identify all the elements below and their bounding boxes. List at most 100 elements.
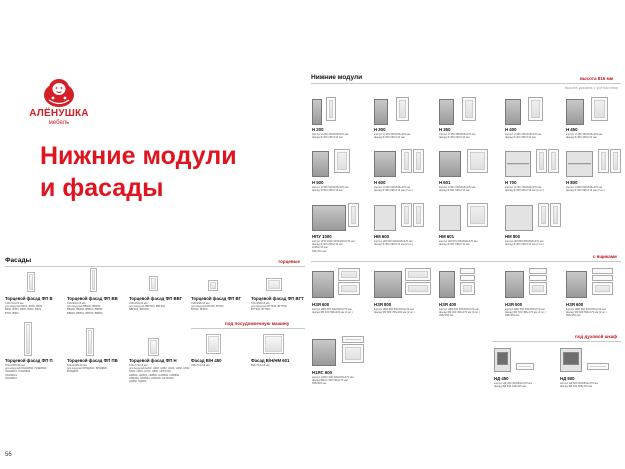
module-label: Н1ЯС 600 — [312, 370, 333, 375]
module-n800-image — [566, 149, 622, 177]
module-desc: корпус H 400 400х816х470 мм фасад Ф 400 … — [505, 133, 542, 140]
module-label: Н 600 — [374, 180, 386, 185]
module-n300-image — [374, 97, 414, 125]
module-n1yas600-image — [312, 336, 370, 366]
module-label: Н 601 — [439, 180, 451, 185]
module-nzya500-image — [505, 268, 551, 298]
module-desc: корпус H 500 500х816х470 мм фасад Ф 500 … — [312, 186, 349, 193]
facade-desc: 446х712х16 мм — [191, 364, 210, 367]
height-tag: высота 816 мм — [580, 76, 614, 81]
module-desc: корпус НЗЯ 600 600х816х470 мм фасад ФЯ 6… — [312, 308, 353, 315]
end-facades-tag: торцевые — [278, 259, 301, 264]
module-desc: корпус НМ 600 600х816х470 мм фасад Ф 300… — [374, 240, 413, 247]
facade-label: Фасад В/Н 450 — [191, 358, 222, 363]
facade-fp-n-image — [148, 338, 159, 356]
module-label: Н 450 — [566, 127, 578, 132]
module-desc: корпус НМ 800 800х816х470 мм фасад Ф 400… — [505, 240, 544, 247]
facade-vn450-image — [206, 334, 221, 354]
module-desc: корпус H 601 600х816х470 мм фасад Ф 601 … — [439, 186, 476, 193]
module-label: НМ 800 — [505, 234, 521, 239]
module-n400-image — [505, 97, 545, 125]
page-title-line2: и фасады — [40, 174, 164, 202]
facade-fp-vvg-image — [149, 276, 158, 291]
module-desc: корпус НЗЯ 600 600х816х470 мм фасад ФЯ 6… — [566, 308, 607, 318]
facade-label: Торцевой фасад ФП ВГТ — [251, 296, 304, 301]
bottom-modules-rule — [311, 83, 621, 84]
module-label: НД 450 — [494, 376, 509, 381]
facade-desc: 574х2345х16 мм для модулей П1ШЯ500, П2ШЯ… — [5, 364, 47, 380]
module-label: НЗЯ 500 — [505, 302, 523, 307]
module-label: Н 400 — [505, 127, 517, 132]
module-desc: корпус H 350 350х816х470 мм фасад Ф 350 … — [439, 133, 476, 140]
module-nzya400-image — [439, 268, 479, 298]
bottom-modules-header: Нижние модули — [311, 74, 363, 81]
module-desc: корпус НЗЯ 500 500х816х470 мм фасад ФЯ 5… — [505, 308, 546, 318]
module-label: НМ 600 — [374, 234, 390, 239]
facade-fp-pv-image — [86, 328, 94, 356]
page-number: 56 — [5, 452, 12, 458]
facade-fp-vv-image — [90, 268, 97, 292]
module-label: НД 600 — [560, 376, 575, 381]
module-label: Н 350 — [439, 127, 451, 132]
module-desc: корпус НЗЯ 800 800х816х470 мм фасад ФЯ 8… — [374, 308, 415, 315]
height-note: высота указана с учётом опор — [565, 86, 619, 90]
facade-desc: 596х712х16 мм — [251, 364, 270, 367]
facade-label: Торцевой фасад ФП В — [5, 296, 53, 301]
facade-label: Фасад В/Н/НМ 601 — [251, 358, 290, 363]
facade-fp-vg-image — [208, 280, 218, 291]
facade-desc: 574х358х16 мм для модулей ВГТ450, ВГТ500… — [251, 302, 287, 312]
dishwasher-tag: под посудомоечную машину — [225, 321, 290, 326]
module-desc: корпус НЗЯ 400 400х816х470 мм фасад ФЯ 4… — [439, 308, 480, 318]
drawers-tag: с ящиками — [593, 254, 617, 259]
page-title-line1: Нижние модули — [40, 142, 237, 170]
module-label: Н 500 — [312, 180, 324, 185]
facade-label: Торцевой фасад ФП Н — [129, 358, 177, 363]
module-desc: корпус H 300 300х816х470 мм фасад Ф 300 … — [374, 133, 411, 140]
module-n450-image — [566, 97, 612, 125]
module-desc: корпус НМ 601 600х816х470 мм фасад Ф 601… — [439, 240, 478, 247]
module-nzya800-image — [374, 268, 432, 298]
facades-header: Фасады — [5, 257, 32, 264]
module-label: НЗЯ 600 — [312, 302, 330, 307]
module-nzya600b-image — [566, 268, 618, 298]
module-label: НЗЯ 400 — [439, 302, 457, 307]
module-desc: корпус H 700 700х816х470 мм фасад Ф 350 … — [505, 186, 544, 193]
facade-label: Торцевой фасад ФП П — [5, 358, 53, 363]
logo-sub-text: мебель — [48, 120, 70, 126]
module-label: Н 800 — [566, 180, 578, 185]
module-desc: корпус Н1ЯС 600 600х816х470 мм фасад ФЯ1… — [312, 376, 354, 386]
module-desc: корпус НД 600 600х816х470 мм фасад ФД 60… — [560, 382, 599, 389]
module-n601-image — [439, 149, 491, 177]
facade-desc: 310х920х16 мм для модулей ВВ300, ВВ350 В… — [67, 302, 103, 315]
page-title: Нижние модули и фасады — [40, 140, 320, 204]
facades-rule — [5, 266, 305, 267]
facade-desc: 310х716х16 мм для модулей В200, В300, В3… — [5, 302, 43, 315]
module-label: Н 300 — [374, 127, 386, 132]
facade-fp-vgt-image — [266, 278, 282, 291]
matryoshka-logo-icon — [44, 79, 74, 107]
module-nzya600-image — [312, 268, 366, 298]
module-n600-image — [374, 149, 426, 177]
module-label: НЗЯ 600 — [566, 302, 584, 307]
facade-fp-p-image — [24, 322, 32, 356]
module-nm600-image — [374, 203, 426, 231]
module-nm601-image — [439, 203, 491, 231]
module-desc: корпус H 600 600х816х470 мм фасад Ф 300 … — [374, 186, 413, 193]
module-npu1000-image — [312, 203, 360, 231]
facade-label: Торцевой фасад ФП ВВ — [67, 296, 118, 301]
oven-rule — [492, 341, 621, 342]
brand-logo: АЛЁНУШКА мебель — [18, 76, 100, 138]
module-label: Н 700 — [505, 180, 517, 185]
module-n500-image — [312, 149, 352, 177]
module-desc: корпус H 800 800х816х470 мм фасад Ф 400 … — [566, 186, 605, 193]
facade-label: Торцевой фасад ФП ПВ — [67, 358, 118, 363]
module-label: НМ 601 — [439, 234, 455, 239]
module-n700-image — [505, 149, 560, 177]
module-desc: корпус H 450 450х816х470 мм фасад Ф 450 … — [566, 133, 603, 140]
module-nd450-image — [494, 346, 542, 372]
logo-brand-text: АЛЁНУШКА — [29, 108, 89, 119]
oven-tag: под духовой шкаф — [575, 334, 618, 339]
facade-desc: 574х2345х16 мм для модулей ВП2Д600, ВП2Д… — [67, 364, 107, 374]
module-n200-image — [312, 97, 342, 125]
facade-label: Торцевой фасад ФП ВГ — [191, 296, 242, 301]
